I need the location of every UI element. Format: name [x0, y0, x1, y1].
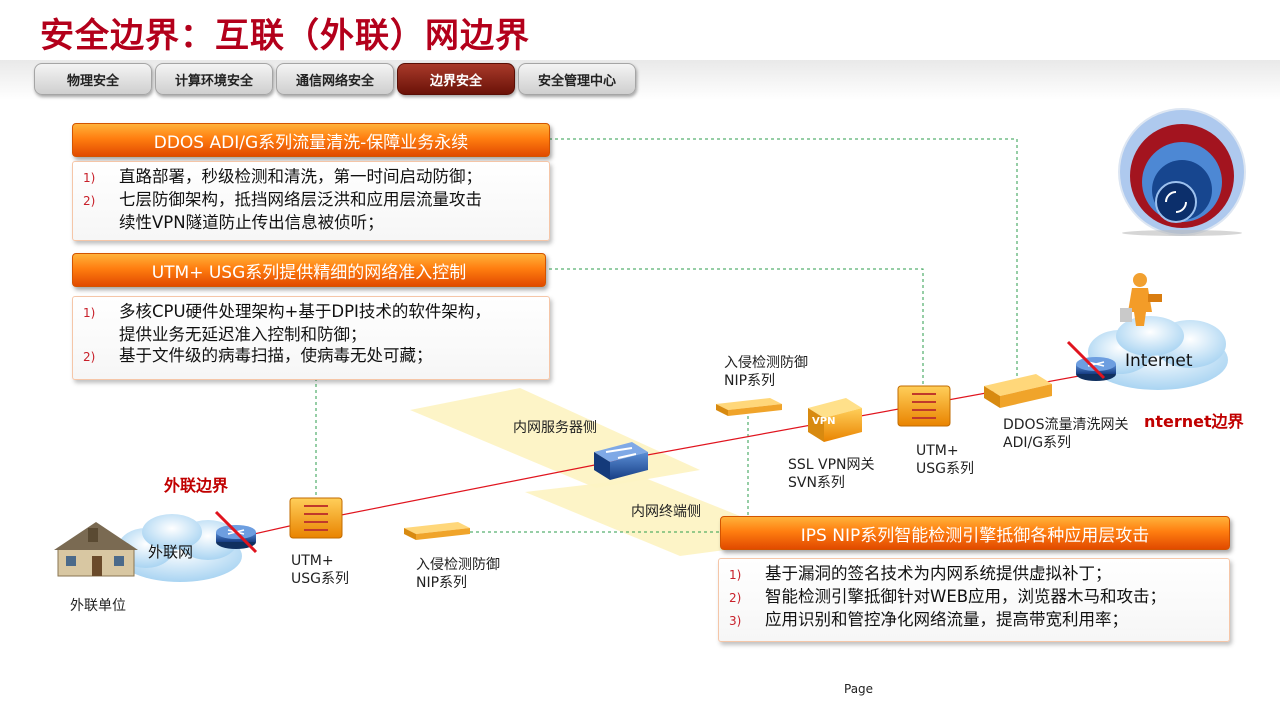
- list-item: 提供业务无延迟准入控制和防御；: [119, 325, 367, 344]
- vpn-device-text: VPN: [812, 416, 836, 427]
- utm-banner: UTM+ USG系列提供精细的网络准入控制: [72, 253, 546, 287]
- tab-computing-env-security[interactable]: 计算环境安全: [155, 63, 273, 95]
- ips-bottom-label: 入侵检测防御 NIP系列: [416, 557, 500, 591]
- ips-top-label: 入侵检测防御 NIP系列: [724, 355, 808, 389]
- list-item: 2)基于文件级的病毒扫描，使病毒无处可藏；: [83, 346, 433, 365]
- list-item: 续性VPN隧道防止传出信息被侦听；: [119, 213, 384, 232]
- ddos-gateway-label: DDOS流量清洗网关 ADI/G系列: [1003, 417, 1129, 451]
- vpn-gateway-icon: [808, 398, 862, 442]
- tab-security-mgmt-center[interactable]: 安全管理中心: [518, 63, 636, 95]
- list-item: 3)应用识别和管控净化网络流量，提高带宽利用率；: [729, 610, 1128, 629]
- ddos-gateway-icon: [984, 374, 1052, 408]
- tab-comm-network-security[interactable]: 通信网络安全: [276, 63, 394, 95]
- tab-physical-security[interactable]: 物理安全: [34, 63, 152, 95]
- list-item: 2)智能检测引擎抵御针对WEB应用，浏览器木马和攻击；: [729, 587, 1167, 606]
- list-item: 2)七层防御架构，抵挡网络层泛洪和应用层流量攻击: [83, 190, 482, 209]
- green-dashed-links: [315, 138, 1018, 533]
- tab-border-security[interactable]: 边界安全: [397, 63, 515, 95]
- ips-banner: IPS NIP系列智能检测引擎抵御各种应用层攻击: [720, 516, 1230, 550]
- extranet-cloud-label: 外联网: [148, 543, 194, 561]
- ssl-vpn-label: SSL VPN网关 SVN系列: [788, 457, 875, 491]
- internet-cloud-label: Internet: [1125, 351, 1193, 371]
- extranet-cloud-icon: [118, 514, 242, 582]
- internet-border-label: nternet边界: [1144, 412, 1244, 431]
- core-switch-icon: [594, 442, 648, 480]
- list-item: 1)基于漏洞的签名技术为内网系统提供虚拟补丁；: [729, 564, 1112, 583]
- page-footer: Page: [844, 682, 874, 696]
- ips-details: 1)基于漏洞的签名技术为内网系统提供虚拟补丁； 2)智能检测引擎抵御针对WEB应…: [718, 558, 1230, 642]
- person-icon: [1120, 273, 1162, 326]
- ddos-details: 1)直路部署，秒级检测和清洗，第一时间启动防御； 2)七层防御架构，抵挡网络层泛…: [72, 161, 550, 241]
- red-slash-left: [214, 510, 258, 554]
- terminal-side-label: 内网终端侧: [631, 504, 701, 520]
- ddos-banner: DDOS ADI/G系列流量清洗-保障业务永续: [72, 123, 550, 157]
- extranet-unit-label: 外联单位: [70, 598, 126, 614]
- section-tabs: 物理安全 计算环境安全 通信网络安全 边界安全 安全管理中心: [34, 63, 636, 97]
- firewall-icon-right: [897, 385, 951, 427]
- list-item: 1)多核CPU硬件处理架构+基于DPI技术的软件架构，: [83, 302, 491, 321]
- house-icon: [54, 522, 138, 577]
- utm-right-label: UTM+ USG系列: [916, 443, 974, 477]
- firewall-icon-left: [289, 497, 343, 539]
- red-slash-right: [1066, 340, 1106, 380]
- utm-details: 1)多核CPU硬件处理架构+基于DPI技术的软件架构， 提供业务无延迟准入控制和…: [72, 296, 550, 380]
- list-item: 1)直路部署，秒级检测和清洗，第一时间启动防御；: [83, 167, 482, 186]
- ips-device-icon-bottom: [404, 522, 470, 540]
- page-title: 安全边界：互联（外联）网边界: [40, 16, 530, 56]
- server-side-label: 内网服务器侧: [513, 420, 597, 436]
- utm-left-label: UTM+ USG系列: [291, 553, 349, 587]
- ips-device-icon-top: [716, 398, 782, 416]
- security-rings-icon: [1118, 108, 1246, 236]
- extranet-border-label: 外联边界: [164, 476, 229, 495]
